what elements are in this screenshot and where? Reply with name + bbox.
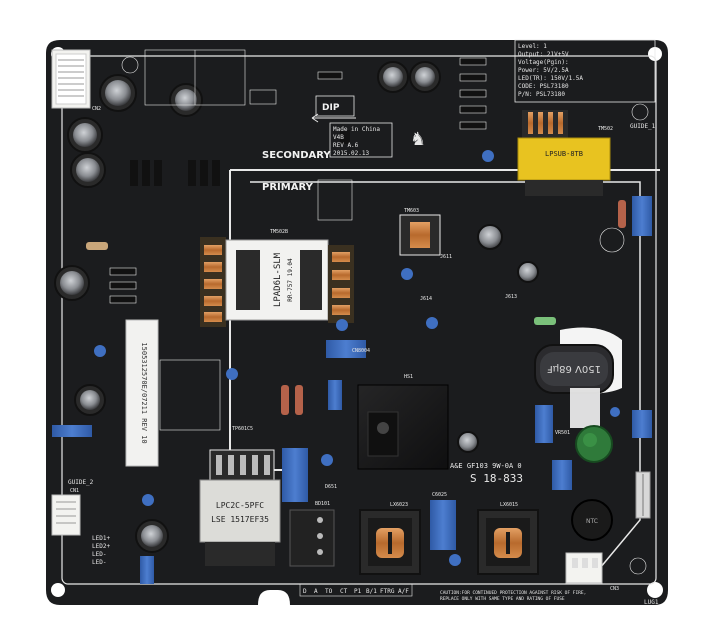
varistor-green: [575, 425, 613, 463]
small-transformer-label-1: LPC2C-5PFC: [216, 501, 264, 510]
electrolytic-capacitors: [54, 61, 539, 553]
ref-des: LX6023: [390, 502, 408, 508]
thermistor: NTC: [571, 499, 613, 541]
silk-outlines: [121, 49, 649, 575]
dip-label: DIP: [311, 95, 356, 123]
resistors: [86, 200, 626, 415]
legend-cell: D: [303, 588, 307, 595]
fuse-warning-2: REPLACE ONLY WITH SAME TYPE AND RATING O…: [440, 596, 565, 602]
transformer-small: LPC2C-5PFC LSE 1517EF35: [199, 449, 281, 566]
svg-text:NTC: NTC: [586, 518, 598, 525]
ceramic-capacitors: [94, 150, 620, 566]
mounting-hole: [51, 583, 65, 597]
ref-des: CN1: [70, 488, 79, 494]
ref-des: LX6015: [500, 502, 518, 508]
ref-des: VR501: [555, 430, 570, 436]
coil-tm603: [399, 214, 441, 256]
bridge-rectifier: [289, 509, 335, 567]
white-sticker: 1505312570E/07211 REV 10: [125, 319, 159, 467]
secondary-label: SECONDARY: [262, 150, 331, 161]
legend-cell: A/F: [398, 588, 409, 595]
ref-des: J614: [420, 296, 432, 302]
ref-des: HS1: [404, 374, 413, 380]
bulk-capacitor-label: 150V 68µF: [547, 363, 601, 374]
made-in-line-4: 2015.02.13: [333, 150, 370, 157]
legend-cell: TO: [325, 588, 333, 595]
made-in-line-3: REV A.6: [333, 142, 359, 149]
heatsink-code: A&E GF103 9W-0A 0: [450, 462, 522, 470]
ref-des: J611: [440, 254, 452, 260]
made-in-line-1: Made in China: [333, 126, 380, 133]
guide-2-label: GUIDE_2: [68, 479, 94, 486]
ref-des: CN8004: [352, 348, 370, 354]
ref-des: BD101: [315, 501, 330, 507]
legend-cell: FTRG: [380, 588, 395, 595]
spec-label-block: Level: 1 Output: 21V+5V Voltage(Pgin): P…: [514, 39, 656, 103]
film-capacitors: [52, 196, 652, 584]
white-sticker-text: 1505312570E/07211 REV 10: [140, 342, 148, 443]
spec-line-5: LED(TR): 150V/1.5A: [518, 75, 583, 82]
brand-logo-mark: ♞: [410, 129, 426, 150]
led-pin-legend: LED1+ LED2+ LED- LED-: [92, 535, 110, 566]
lug1-label: LUG1: [644, 599, 659, 606]
primary-label: PRIMARY: [262, 182, 314, 193]
ref-des: CN3: [610, 586, 619, 592]
transistors: [130, 130, 350, 186]
spec-line-7: P/N: PSL73180: [518, 91, 565, 98]
legend-cell: B/1: [366, 588, 377, 595]
main-transformer-label: LPAD6L-SLM: [273, 252, 283, 307]
diodes: [109, 57, 487, 304]
spec-line-1: Level: 1: [518, 43, 547, 50]
transformer-main: LPAD6L-SLM RR-757 19.04: [200, 237, 354, 327]
heatsink-part: S 18-833: [470, 472, 523, 485]
legend-cell: A: [314, 588, 318, 595]
heatsink: A&E GF103 9W-0A 0 S 18-833: [357, 384, 523, 485]
dip-text: DIP: [322, 103, 340, 113]
yellow-transformer-label: LPSUB-8TB: [545, 150, 583, 158]
led-pin-1: LED1+: [92, 535, 110, 542]
spec-line-3: Voltage(Pgin):: [518, 59, 569, 66]
bulk-capacitor: 150V 68µF: [534, 327, 622, 428]
led-pin-3: LED-: [92, 551, 106, 558]
fuse-warning-1: CAUTION:FOR CONTINUED PROTECTION AGAINST…: [440, 590, 586, 596]
bottom-legend-table: D A TO CT P1 B/1 FTRG A/F: [299, 583, 413, 597]
ref-des: TP601C5: [232, 426, 253, 432]
small-transformer-label-2: LSE 1517EF35: [211, 515, 269, 524]
transformer-yellow: LPSUB-8TB: [517, 110, 611, 196]
connector-cn2: [51, 494, 81, 536]
made-in-block: Made in China V4B REV A.6 2015.02.13 ♞: [329, 122, 426, 158]
legend-cell: P1: [354, 588, 362, 595]
main-transformer-sub: RR-757 19.04: [287, 258, 294, 302]
guide-1-label: GUIDE_1: [630, 123, 656, 130]
spec-line-4: Power: 5V/2.5A: [518, 67, 569, 74]
ref-des: J613: [505, 294, 517, 300]
ref-des: TM502: [598, 126, 613, 132]
ref-des: CN2: [92, 106, 101, 112]
legend-cell: CT: [340, 588, 348, 595]
led-pin-4: LED-: [92, 559, 106, 566]
made-in-line-2: V4B: [333, 134, 344, 141]
mounting-hole: [647, 582, 663, 598]
connector-cn1: [51, 49, 91, 109]
connector-cn3: [565, 552, 603, 584]
ref-des: D651: [325, 484, 337, 490]
fuse: [635, 471, 651, 519]
spec-line-2: Output: 21V+5V: [518, 51, 569, 58]
ref-designators: CN2 CN1 CN3 TM502B TM603 TM502 LX6023 LX…: [70, 106, 619, 592]
ref-des: TM603: [404, 208, 419, 214]
ref-des: C6025: [432, 492, 447, 498]
spec-line-6: CODE: PSL73180: [518, 83, 569, 90]
led-pin-2: LED2+: [92, 543, 110, 550]
ref-des: TM502B: [270, 229, 288, 235]
inductor-lx6015: [477, 509, 539, 575]
inductor-lx6023: [359, 509, 421, 575]
